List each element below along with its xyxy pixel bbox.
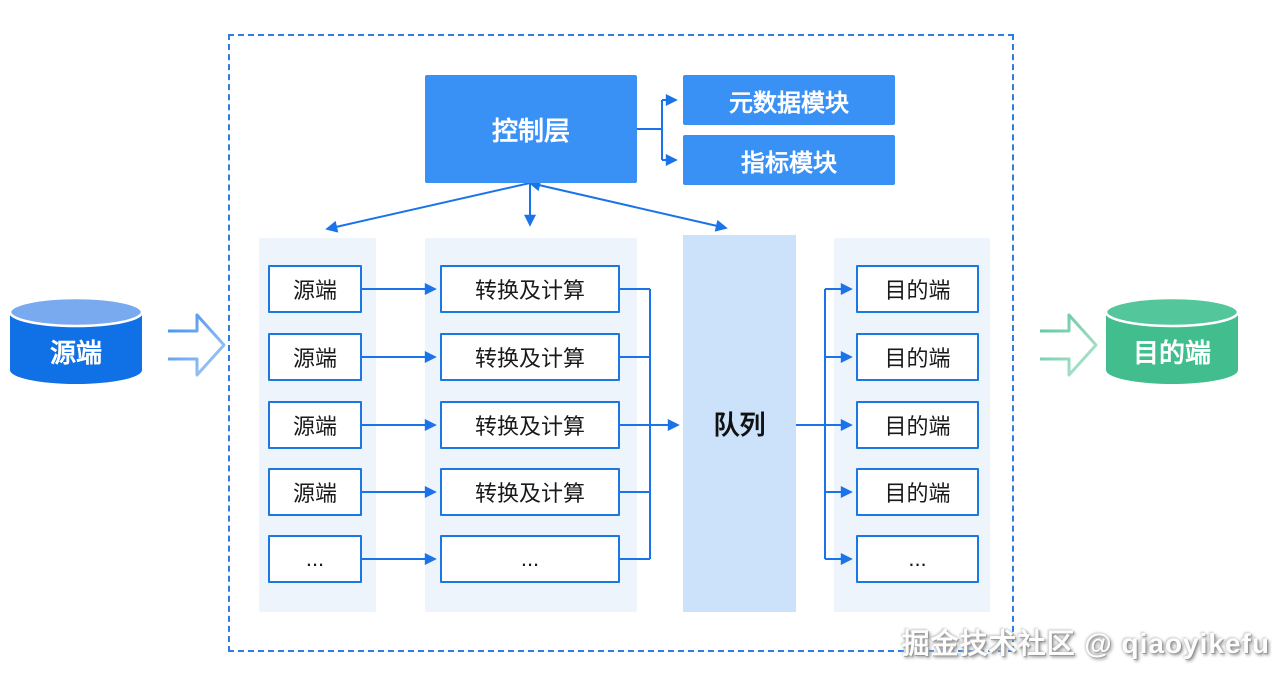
flow-arrow-right-icon: [1040, 313, 1098, 377]
control-layer-box: 控制层: [425, 75, 637, 183]
dest-node: 目的端: [856, 333, 979, 381]
database-icon: [8, 296, 144, 384]
queue-label: 队列: [713, 410, 766, 440]
dest-node: 目的端: [856, 265, 979, 313]
dest-node-ellipsis: ...: [856, 535, 979, 583]
queue-panel: 队列: [683, 235, 796, 612]
source-database-cylinder: 源端: [8, 294, 144, 394]
source-node: 源端: [268, 265, 362, 313]
transform-node: 转换及计算: [440, 333, 620, 381]
dest-cylinder-label: 目的端: [1132, 337, 1211, 368]
transform-node: 转换及计算: [440, 401, 620, 449]
transform-node: 转换及计算: [440, 265, 620, 313]
dest-node: 目的端: [856, 468, 979, 516]
database-icon: [1104, 296, 1240, 384]
watermark-text: 掘金技术社区 @ qiaoyikefu: [901, 628, 1270, 659]
flow-arrow-left-icon: [168, 313, 226, 377]
metadata-module-box: 元数据模块: [683, 75, 895, 125]
transform-node: 转换及计算: [440, 468, 620, 516]
source-node: 源端: [268, 468, 362, 516]
indicator-module-box: 指标模块: [683, 135, 895, 185]
transform-node-ellipsis: ...: [440, 535, 620, 583]
source-node: 源端: [268, 333, 362, 381]
diagram-boundary: [228, 34, 1014, 652]
dest-node: 目的端: [856, 401, 979, 449]
dest-database-cylinder: 目的端: [1104, 294, 1240, 394]
source-node: 源端: [268, 401, 362, 449]
source-node-ellipsis: ...: [268, 535, 362, 583]
source-cylinder-label: 源端: [49, 337, 102, 368]
